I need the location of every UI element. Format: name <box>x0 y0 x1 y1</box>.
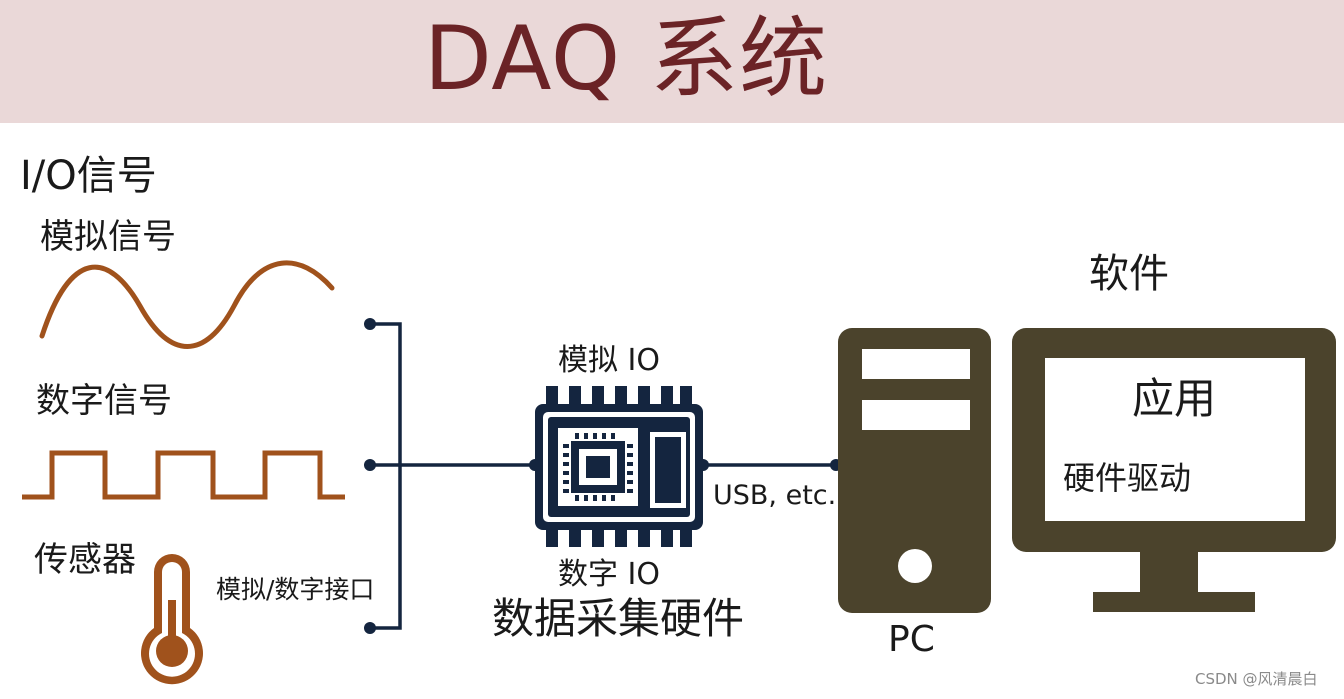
daq-hardware-label: 数据采集硬件 <box>492 594 745 643</box>
daq-chip-icon <box>535 386 703 547</box>
connector-dot-analog <box>364 318 376 330</box>
driver-label: 硬件驱动 <box>1063 459 1192 497</box>
analog-signal-label: 模拟信号 <box>40 217 176 257</box>
software-label: 软件 <box>1089 251 1169 297</box>
usb-label: USB, etc. <box>713 480 837 511</box>
io-bus-connector <box>370 322 535 630</box>
digital-io-label: 数字 IO <box>558 557 660 592</box>
diagram-title: DAQ 系统 <box>424 7 829 110</box>
interface-label: 模拟/数字接口 <box>216 575 375 604</box>
monitor-icon <box>1012 328 1336 612</box>
digital-signal-label: 数字信号 <box>36 381 172 421</box>
application-label: 应用 <box>1132 374 1217 423</box>
connector-dot-hw-out <box>697 459 709 471</box>
title-banner <box>0 0 1344 123</box>
analog-sine-wave <box>39 260 335 349</box>
pc-label: PC <box>888 619 935 660</box>
connector-dot-digital <box>364 459 376 471</box>
digital-square-wave <box>22 450 345 500</box>
watermark-credit: CSDN @风清晨白 <box>1195 670 1318 688</box>
connector-dot-sensor <box>364 622 376 634</box>
sensor-label: 传感器 <box>34 540 136 580</box>
analog-io-label: 模拟 IO <box>558 343 660 378</box>
thermometer-icon <box>140 554 203 685</box>
io-signals-heading: I/O信号 <box>20 153 157 199</box>
pc-tower-icon <box>838 328 991 613</box>
